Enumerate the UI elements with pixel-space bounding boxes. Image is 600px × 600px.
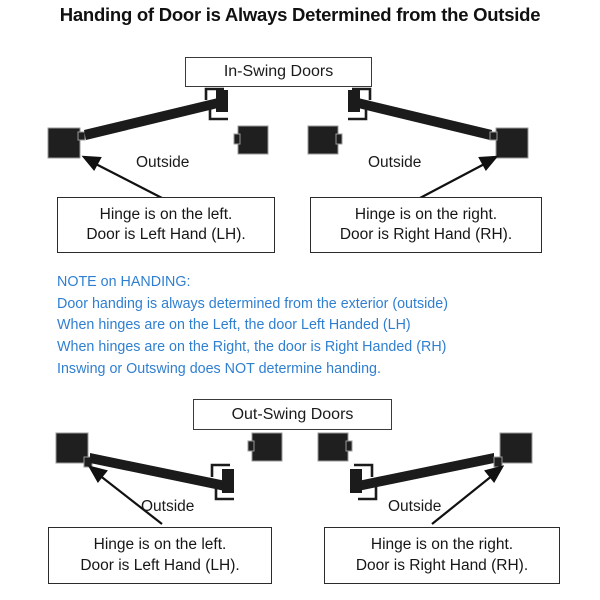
outside-label-in-swing-right: Outside xyxy=(368,154,422,171)
jamb-block-icon xyxy=(237,125,269,155)
jamb-block-icon xyxy=(251,432,283,462)
caption-line-2: Door is Right Hand (RH). xyxy=(339,226,513,243)
latch-hardware-icon-2 xyxy=(214,487,234,501)
caption-box-out-swing-right: Hinge is on the right. Door is Right Han… xyxy=(324,527,560,584)
door-illustration-in-swing-left xyxy=(47,87,269,199)
pointer-arrow-icon xyxy=(431,465,505,525)
pointer-arrow-icon xyxy=(81,155,163,199)
note-line-4: Inswing or Outswing does NOT determine h… xyxy=(57,360,381,377)
section-header-out-swing: Out-Swing Doors xyxy=(193,399,392,430)
note-line-2: When hinges are on the Left, the door Le… xyxy=(57,317,411,334)
section-header-in-swing: In-Swing Doors xyxy=(185,57,372,87)
jamb-nub-icon xyxy=(335,133,343,145)
outside-label-out-swing-right: Outside xyxy=(388,498,442,515)
hinge-pin-icon xyxy=(489,131,498,141)
door-illustration-out-swing-right xyxy=(317,432,533,525)
latch-bolt-icon xyxy=(222,469,234,493)
door-panel-icon xyxy=(90,453,226,491)
hinge-pin-icon xyxy=(77,131,86,141)
hinge-block-icon xyxy=(47,127,81,159)
note-line-1: Door handing is always determined from t… xyxy=(57,295,448,312)
jamb-block-icon xyxy=(317,432,349,462)
caption-box-in-swing-right: Hinge is on the right. Door is Right Han… xyxy=(310,197,542,253)
jamb-block-icon xyxy=(307,125,339,155)
caption-line-1: Hinge is on the left. xyxy=(93,536,227,554)
jamb-nub-icon xyxy=(345,440,353,452)
caption-box-out-swing-left: Hinge is on the left. Door is Left Hand … xyxy=(48,527,272,584)
door-illustration-out-swing-left xyxy=(55,432,283,525)
note-heading: NOTE on HANDING: xyxy=(57,274,191,290)
outside-label-in-swing-left: Outside xyxy=(136,154,190,171)
door-panel-icon xyxy=(358,453,494,491)
outside-label-out-swing-left: Outside xyxy=(141,498,195,515)
section-header-out-swing-label: Out-Swing Doors xyxy=(231,405,354,423)
note-on-handing: NOTE on HANDING: Door handing is always … xyxy=(57,272,448,381)
latch-bolt-icon xyxy=(348,90,360,112)
door-illustration-in-swing-right xyxy=(307,87,529,199)
caption-line-2: Door is Left Hand (LH). xyxy=(80,556,240,574)
latch-hardware-icon-2 xyxy=(358,487,378,501)
pointer-arrow-icon xyxy=(419,155,499,199)
door-panel-icon xyxy=(84,98,218,140)
hinge-pin-icon xyxy=(493,456,503,468)
latch-hardware-icon xyxy=(354,463,374,477)
note-line-3: When hinges are on the Right, the door i… xyxy=(57,339,447,356)
page-title: Handing of Door is Always Determined fro… xyxy=(59,4,541,25)
pointer-arrow-icon xyxy=(87,465,163,525)
caption-line-1: Hinge is on the left. xyxy=(99,205,233,223)
section-header-in-swing-label: In-Swing Doors xyxy=(223,63,334,80)
latch-hardware-icon xyxy=(352,87,372,100)
caption-line-2: Door is Right Hand (RH). xyxy=(355,556,529,574)
jamb-nub-icon xyxy=(247,440,255,452)
door-panel-icon xyxy=(358,98,492,140)
latch-bolt-icon xyxy=(350,469,362,493)
hinge-block-icon xyxy=(499,432,533,464)
jamb-nub-icon xyxy=(233,133,241,145)
latch-hardware-icon xyxy=(204,87,224,100)
caption-line-2: Door is Left Hand (LH). xyxy=(86,226,246,243)
latch-bolt-icon xyxy=(216,90,228,112)
caption-line-1: Hinge is on the right. xyxy=(354,205,498,223)
caption-box-in-swing-left: Hinge is on the left. Door is Left Hand … xyxy=(57,197,275,253)
hinge-block-icon xyxy=(495,127,529,159)
caption-line-1: Hinge is on the right. xyxy=(370,536,514,554)
latch-hardware-icon xyxy=(210,463,230,477)
latch-hardware-icon-2 xyxy=(208,108,228,121)
hinge-block-icon xyxy=(55,432,89,464)
latch-hardware-icon-2 xyxy=(348,108,368,121)
